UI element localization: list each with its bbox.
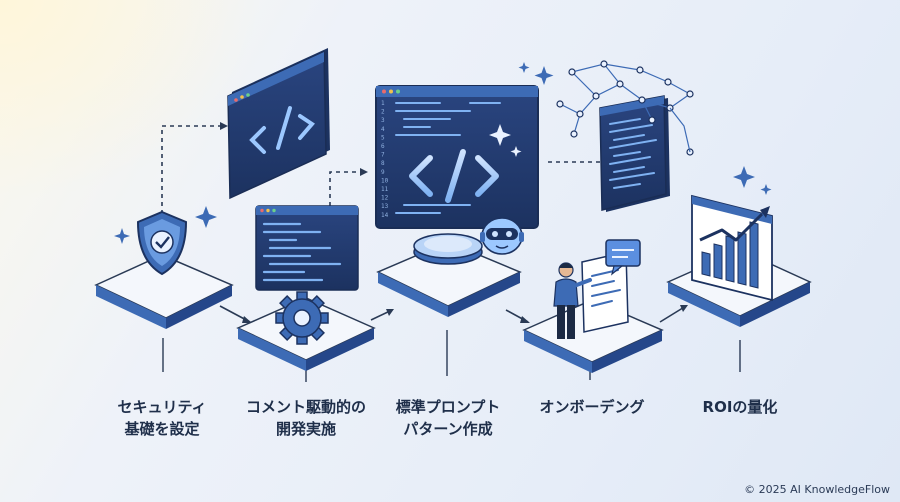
step-3-line-2: パターン作成 — [403, 420, 493, 438]
code-line-number: 12 — [381, 195, 389, 202]
step-4-line-1: オンボーデング — [539, 398, 645, 416]
network-graph-icon — [556, 60, 694, 156]
gear-icon — [275, 291, 329, 345]
step-label-roi: ROIの量化 — [680, 396, 800, 418]
code-window-step2 — [255, 205, 359, 291]
step-5-line-1: ROIの量化 — [702, 398, 778, 416]
sparkle-icon — [114, 206, 217, 244]
step-label-onboarding: オンボーデング — [524, 396, 660, 418]
person-icon — [553, 262, 592, 339]
code-line-number: 14 — [381, 212, 389, 219]
step-3-line-1: 標準プロンプト — [395, 398, 501, 416]
step-1-line-1: セキュリティ — [117, 398, 207, 416]
onboarding-panels — [581, 239, 641, 333]
code-line-number: 2 — [381, 109, 385, 116]
arrowheads — [220, 122, 688, 323]
roi-chart-board — [691, 194, 773, 302]
step-1-line-2: 基礎を設定 — [124, 420, 200, 438]
code-line-number: 10 — [381, 177, 389, 184]
code-line-number: 13 — [381, 203, 389, 210]
step-label-security: セキュリティ 基礎を設定 — [100, 396, 224, 440]
code-line-number: 8 — [381, 160, 385, 167]
shield-icon — [136, 210, 188, 276]
robot-assistant-icon — [480, 217, 524, 255]
code-line-number: 3 — [381, 117, 385, 124]
code-line-number: 4 — [381, 126, 385, 133]
sparkle-icon — [518, 62, 772, 195]
step-label-comment-driven: コメント駆動的の 開発実施 — [236, 396, 376, 440]
code-line-number: 11 — [381, 186, 389, 193]
code-line-number: 1 — [381, 100, 385, 107]
code-line-number: 6 — [381, 143, 385, 150]
code-line-number: 5 — [381, 134, 385, 141]
code-window-tilted — [599, 95, 670, 212]
step-label-prompt-patterns: 標準プロンプト パターン作成 — [384, 396, 512, 440]
step-2-line-2: 開発実施 — [275, 420, 336, 438]
hologram-disc — [413, 233, 483, 265]
code-line-number: 7 — [381, 152, 385, 159]
step-2-line-1: コメント駆動的の — [245, 398, 366, 416]
code-window-small — [227, 48, 330, 200]
code-line-number: 9 — [381, 169, 385, 176]
copyright-text: © 2025 AI KnowledgeFlow — [744, 483, 890, 496]
platform-1 — [94, 254, 234, 329]
